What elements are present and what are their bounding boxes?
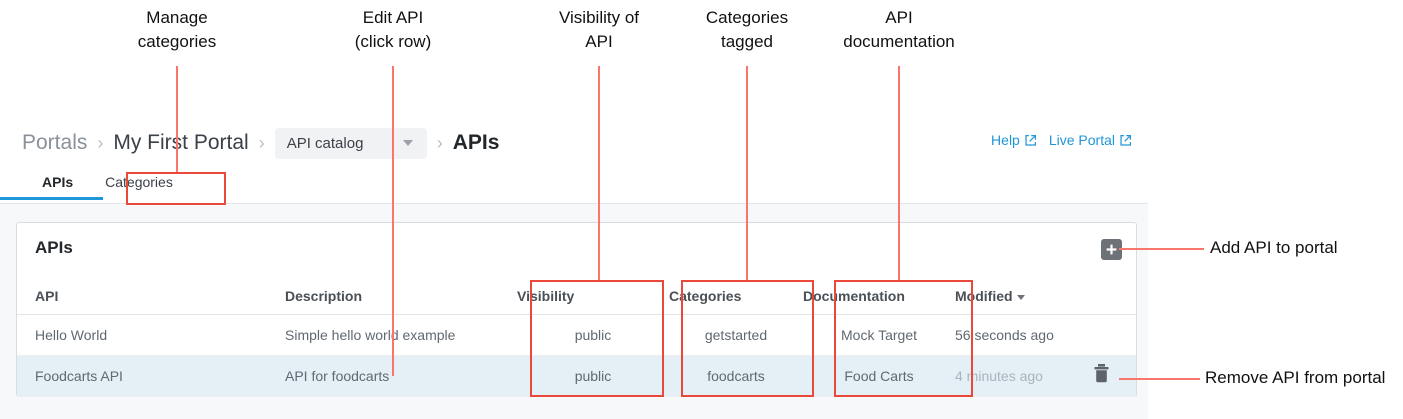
external-link-icon <box>1120 134 1131 146</box>
add-api-button[interactable] <box>1101 239 1122 260</box>
cell-categories: getstarted <box>669 314 803 356</box>
cell-modified: 4 minutes ago <box>955 355 1136 397</box>
help-link[interactable]: Help <box>991 132 1037 148</box>
callout-line-manage-categories <box>176 66 178 172</box>
cell-modified: 56 seconds ago <box>955 314 1136 356</box>
cell-api: Hello World <box>17 314 285 356</box>
callout-line-remove-api <box>1119 378 1200 380</box>
callout-line-visibility <box>598 66 600 280</box>
callout-line-api-documentation <box>898 66 900 280</box>
callout-line-add-api <box>1119 248 1204 250</box>
callout-label-api-documentation: API documentation <box>843 8 955 51</box>
catalog-select[interactable]: API catalog <box>274 127 427 159</box>
callout-label-manage-categories: Manage categories <box>137 8 217 51</box>
remove-api-button[interactable] <box>1093 364 1110 388</box>
sort-descending-icon <box>1016 294 1025 300</box>
breadcrumb-separator: › <box>97 132 104 153</box>
cell-categories: foodcarts <box>669 355 803 397</box>
callout-line-categories-tagged <box>746 66 748 280</box>
callout-label-edit-api: Edit API (click row) <box>354 8 432 51</box>
page-body: Portals › My First Portal › API catalog … <box>0 126 1148 397</box>
tab-categories[interactable]: Categories <box>105 174 173 190</box>
help-link-label: Help <box>991 132 1020 148</box>
chevron-down-icon <box>402 140 413 146</box>
apis-table: API Description Visibility Categories Do… <box>17 282 1136 397</box>
card-title: APIs <box>35 238 73 257</box>
column-header-modified-label: Modified <box>955 288 1013 304</box>
external-link-icon <box>1025 134 1036 146</box>
cell-visibility: public <box>517 355 669 397</box>
cell-description: API for foodcarts <box>285 355 517 397</box>
cell-description: Simple hello world example <box>285 314 517 356</box>
table-row[interactable]: Hello World Simple hello world example p… <box>17 314 1136 356</box>
column-header-documentation[interactable]: Documentation <box>803 282 955 315</box>
apis-card: APIs API Description Visibility Categori… <box>16 222 1137 397</box>
callout-label-add-api: Add API to portal <box>1210 238 1338 257</box>
cell-api: Foodcarts API <box>17 355 285 397</box>
cell-documentation: Food Carts <box>803 355 955 397</box>
column-header-categories[interactable]: Categories <box>669 282 803 315</box>
cell-documentation: Mock Target <box>803 314 955 356</box>
callout-label-categories-tagged: Categories tagged <box>705 8 789 51</box>
live-portal-link[interactable]: Live Portal <box>1049 132 1132 148</box>
callout-label-remove-api: Remove API from portal <box>1205 368 1386 387</box>
breadcrumb: Portals › My First Portal › API catalog … <box>22 126 499 160</box>
plus-icon <box>1106 244 1117 255</box>
cell-visibility: public <box>517 314 669 356</box>
breadcrumb-separator: › <box>258 132 265 153</box>
callout-label-visibility: Visibility of API <box>559 8 639 51</box>
column-header-api[interactable]: API <box>17 282 285 315</box>
tab-bar: APIs Categories <box>0 170 1148 204</box>
tab-apis[interactable]: APIs <box>0 170 104 200</box>
breadcrumb-portal-name[interactable]: My First Portal <box>113 131 249 154</box>
catalog-select-value: API catalog <box>286 134 364 152</box>
table-header-row: API Description Visibility Categories Do… <box>17 282 1136 315</box>
column-header-description[interactable]: Description <box>285 282 517 315</box>
top-links: Help Live Portal <box>991 132 1132 148</box>
breadcrumb-portals[interactable]: Portals <box>22 131 88 154</box>
column-header-modified[interactable]: Modified <box>955 282 1136 315</box>
breadcrumb-current: APIs <box>452 131 500 154</box>
column-header-visibility[interactable]: Visibility <box>517 282 669 315</box>
table-row[interactable]: Foodcarts API API for foodcarts public f… <box>17 355 1136 397</box>
breadcrumb-separator: › <box>436 132 443 153</box>
tab-divider <box>0 203 1148 204</box>
trash-icon <box>1094 364 1109 383</box>
callout-line-edit-api <box>392 66 394 376</box>
live-portal-link-label: Live Portal <box>1048 132 1115 148</box>
